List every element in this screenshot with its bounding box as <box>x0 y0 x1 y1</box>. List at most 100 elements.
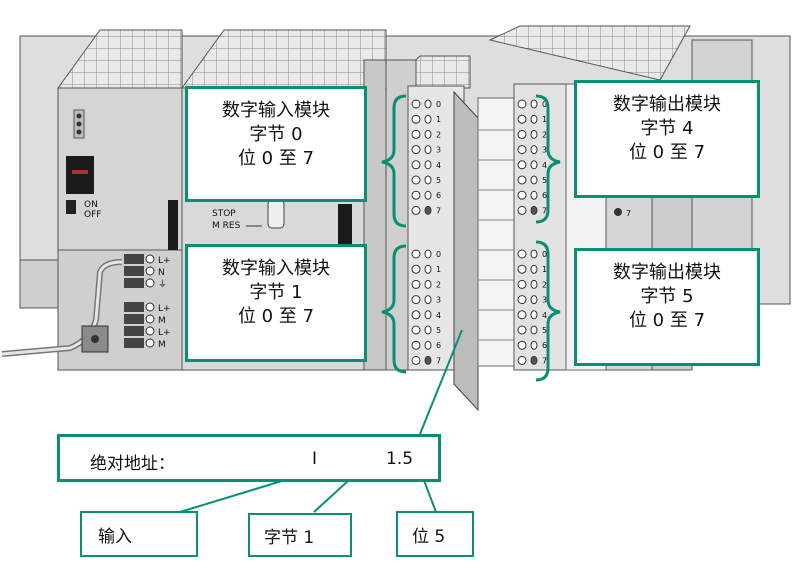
status-led <box>425 296 431 304</box>
screw-terminal <box>412 130 420 138</box>
legend-byte-text: 字节 1 <box>264 523 314 548</box>
legend-bit-text: 位 5 <box>412 522 445 547</box>
callout-line: 字节 0 <box>188 123 364 147</box>
status-led <box>531 146 537 154</box>
absolute-address-box: 绝对地址： I 1.5 <box>57 434 441 482</box>
legend-input: 输入 <box>80 511 198 557</box>
status-led <box>531 115 537 123</box>
screw-terminal <box>518 265 526 273</box>
address-label: 绝对地址： <box>90 449 175 474</box>
channel-label: 7 <box>436 356 441 365</box>
status-led <box>425 280 431 288</box>
channel-label: 2 <box>542 130 547 139</box>
screw-terminal <box>412 100 420 108</box>
channel-label: 7 <box>436 206 441 215</box>
channel-label: 6 <box>542 341 547 350</box>
status-led <box>425 250 431 258</box>
screw-terminal <box>518 326 526 334</box>
status-led <box>531 311 537 319</box>
callout-input-byte0: 数字输入模块 字节 0 位 0 至 7 <box>185 86 367 202</box>
status-led <box>531 250 537 258</box>
legend-byte: 字节 1 <box>248 513 352 557</box>
channel-label: 6 <box>436 191 441 200</box>
channel-label: 5 <box>542 326 547 335</box>
extra-channel-label: 7 <box>626 209 631 218</box>
digital-input-module <box>386 56 478 410</box>
channel-label: 3 <box>436 146 441 155</box>
callout-line: 数字输入模块 <box>188 257 364 281</box>
screw-terminal <box>412 176 420 184</box>
status-led <box>425 326 431 334</box>
status-led <box>425 130 431 138</box>
screw-terminal <box>412 115 420 123</box>
channel-label: 1 <box>436 115 441 124</box>
screw-terminal <box>518 296 526 304</box>
callout-line: 字节 4 <box>577 117 757 141</box>
off-label: OFF <box>84 210 101 220</box>
channel-label: 6 <box>542 191 547 200</box>
address-type: I <box>312 449 317 469</box>
channel-label: 1 <box>542 265 547 274</box>
status-led <box>531 341 537 349</box>
channel-label: 2 <box>436 280 441 289</box>
screw-terminal <box>412 311 420 319</box>
screw-terminal <box>518 100 526 108</box>
on-label: ON <box>84 200 98 210</box>
channel-label: 7 <box>542 356 547 365</box>
terminal-block-top: L+ N ⏚ <box>124 254 171 290</box>
screw-terminal <box>412 326 420 334</box>
status-led <box>425 161 431 169</box>
screw-terminal <box>518 115 526 123</box>
terminal-label: ⏚ <box>158 279 167 290</box>
screw-terminal <box>412 191 420 199</box>
screw-terminal <box>518 130 526 138</box>
channel-label: 4 <box>542 311 547 320</box>
screw-terminal <box>518 280 526 288</box>
terminal-label: L+ <box>158 328 171 338</box>
status-led <box>531 296 537 304</box>
screw-terminal <box>518 250 526 258</box>
callout-line: 数字输入模块 <box>188 99 364 123</box>
status-led <box>425 146 431 154</box>
channel-label: 1 <box>436 265 441 274</box>
channel-label: 2 <box>542 280 547 289</box>
screw-terminal <box>412 206 420 214</box>
channel-label: 3 <box>542 146 547 155</box>
callout-line: 字节 1 <box>188 281 364 305</box>
status-led <box>425 191 431 199</box>
screw-terminal <box>518 176 526 184</box>
status-led <box>531 356 537 364</box>
terminal-label: L+ <box>158 256 171 266</box>
channel-label: 5 <box>542 176 547 185</box>
channel-label: 1 <box>542 115 547 124</box>
callout-line: 数字输出模块 <box>577 261 757 285</box>
channel-label: 4 <box>436 311 441 320</box>
status-led <box>531 191 537 199</box>
status-led <box>425 100 431 108</box>
status-led <box>531 130 537 138</box>
screw-terminal <box>518 161 526 169</box>
screw-terminal <box>412 296 420 304</box>
callout-line: 位 0 至 7 <box>577 141 757 165</box>
status-led <box>531 161 537 169</box>
channel-label: 0 <box>436 100 441 109</box>
screw-terminal <box>412 161 420 169</box>
screw-terminal <box>412 280 420 288</box>
screw-terminal <box>412 356 420 364</box>
status-led <box>425 115 431 123</box>
callout-line: 位 0 至 7 <box>188 147 364 171</box>
callout-output-byte5: 数字输出模块 字节 5 位 0 至 7 <box>574 248 760 366</box>
callout-line: 字节 5 <box>577 285 757 309</box>
status-led <box>531 100 537 108</box>
channel-label: 0 <box>436 250 441 259</box>
screw-terminal <box>412 250 420 258</box>
screw-terminal <box>518 191 526 199</box>
callout-input-byte1: 数字输入模块 字节 1 位 0 至 7 <box>185 244 367 362</box>
screw-terminal <box>518 311 526 319</box>
status-led <box>425 341 431 349</box>
terminal-label: L+ <box>158 304 171 314</box>
screw-terminal <box>412 146 420 154</box>
mres-label: M RES <box>212 221 241 231</box>
stop-label: STOP <box>212 209 236 219</box>
channel-label: 4 <box>436 161 441 170</box>
